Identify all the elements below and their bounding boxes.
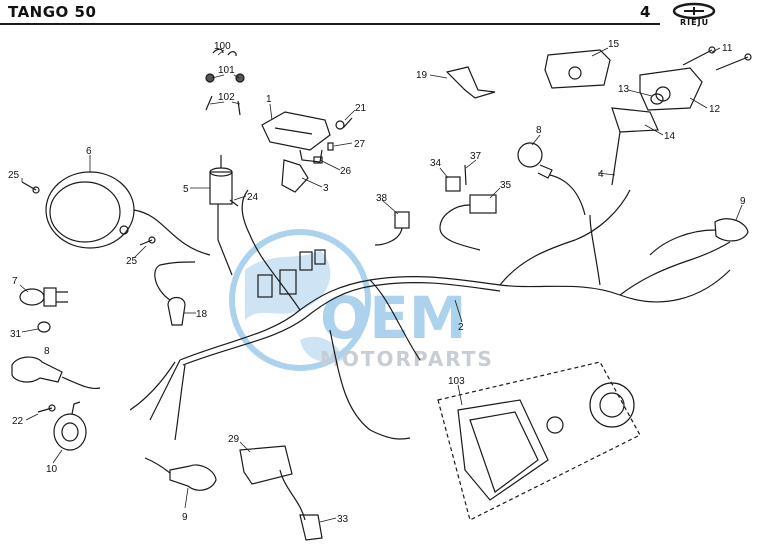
part-label: 21 <box>355 103 367 114</box>
headlight-bulb-part-7 <box>19 287 68 307</box>
part-label: 3 <box>323 183 329 194</box>
part-label: 26 <box>340 166 352 177</box>
watermark-main-text: OEM <box>320 284 467 352</box>
bulb-part-8-top <box>517 142 586 216</box>
part-label: 100 <box>214 41 231 52</box>
turn-signal-part-8-left <box>11 356 101 390</box>
connector-part-38 <box>374 211 410 246</box>
clip-part-100 <box>212 48 237 57</box>
part-label: 9 <box>740 196 746 207</box>
brand-logo <box>672 2 716 20</box>
connector-cluster <box>257 249 326 298</box>
ignition-switch-part-5 <box>209 155 233 276</box>
part-label: 11 <box>722 43 733 54</box>
screws-part-11 <box>682 46 752 71</box>
screw-part-21 <box>335 117 353 130</box>
grommet-part-101 <box>205 73 245 83</box>
part-label: 25 <box>8 170 20 181</box>
headlight-assembly-part-103 <box>437 361 641 521</box>
part-label: 101 <box>218 65 235 76</box>
part-label: 19 <box>416 70 428 81</box>
tail-light-part-15 <box>544 49 611 89</box>
part-label: 22 <box>12 416 24 427</box>
page-number: 4 <box>640 3 651 21</box>
model-title: TANGO 50 <box>8 3 97 21</box>
screw-part-22 <box>37 404 56 413</box>
bracket-part-19 <box>445 66 496 99</box>
relay-part-34 <box>445 176 461 192</box>
spark-cap-part-33 <box>299 514 323 541</box>
part-label: 1 <box>266 94 272 105</box>
part-label: 14 <box>664 131 676 142</box>
cdi-unit-part-29 <box>239 445 306 521</box>
regulator-part-35 <box>439 194 497 251</box>
holder-part-14 <box>611 107 659 186</box>
part-label: 38 <box>376 193 388 204</box>
part-label: 2 <box>458 322 464 333</box>
part-label: 5 <box>183 184 189 195</box>
bulb-part-13 <box>650 93 664 105</box>
part-label: 34 <box>430 158 442 169</box>
pilot-bulb-part-31 <box>37 321 51 333</box>
part-label: 13 <box>618 84 630 95</box>
part-label: 18 <box>196 309 208 320</box>
part-label: 10 <box>46 464 58 475</box>
part-label: 27 <box>354 139 366 150</box>
part-label: 15 <box>608 39 620 50</box>
part-label: 24 <box>247 192 259 203</box>
part-label: 7 <box>12 276 18 287</box>
bracket-part-3 <box>281 159 309 193</box>
part-label: 37 <box>470 151 482 162</box>
part-label: 8 <box>536 125 542 136</box>
instrument-panel-part-1 <box>261 111 331 163</box>
turn-signal-part-9-right <box>649 218 749 256</box>
screw-part-24 <box>229 199 239 207</box>
part-label: 25 <box>126 256 138 267</box>
main-harness-part-2 <box>129 189 731 441</box>
connector-part-26 <box>313 156 323 164</box>
turn-signal-part-9-lower <box>144 457 217 491</box>
part-label: 33 <box>337 514 349 525</box>
part-labels: 100 101 102 1 21 27 26 3 15 11 13 12 14 … <box>8 39 746 525</box>
bulb-part-27 <box>327 142 334 151</box>
part-label: 102 <box>218 92 235 103</box>
part-label: 103 <box>448 376 465 387</box>
part-label: 31 <box>10 329 22 340</box>
horn-part-10 <box>53 401 87 451</box>
watermark-sub-text: MOTORPARTS <box>320 347 494 371</box>
part-label: 4 <box>598 169 604 180</box>
part-label: 8 <box>44 346 50 357</box>
sensor-part-18 <box>154 261 196 326</box>
part-label: 29 <box>228 434 240 445</box>
part-label: 6 <box>86 146 92 157</box>
screw-part-25a <box>21 181 40 194</box>
part-label: 35 <box>500 180 512 191</box>
screw-part-25b <box>139 236 156 246</box>
leader-lines <box>19 47 743 523</box>
part-label: 9 <box>182 512 188 523</box>
screw-part-37 <box>464 164 467 186</box>
part-label: 12 <box>709 104 721 115</box>
watermark: OEM MOTORPARTS <box>229 229 494 371</box>
rear-light-part-12 <box>639 67 703 111</box>
brand-name: RIEJU <box>680 18 710 27</box>
